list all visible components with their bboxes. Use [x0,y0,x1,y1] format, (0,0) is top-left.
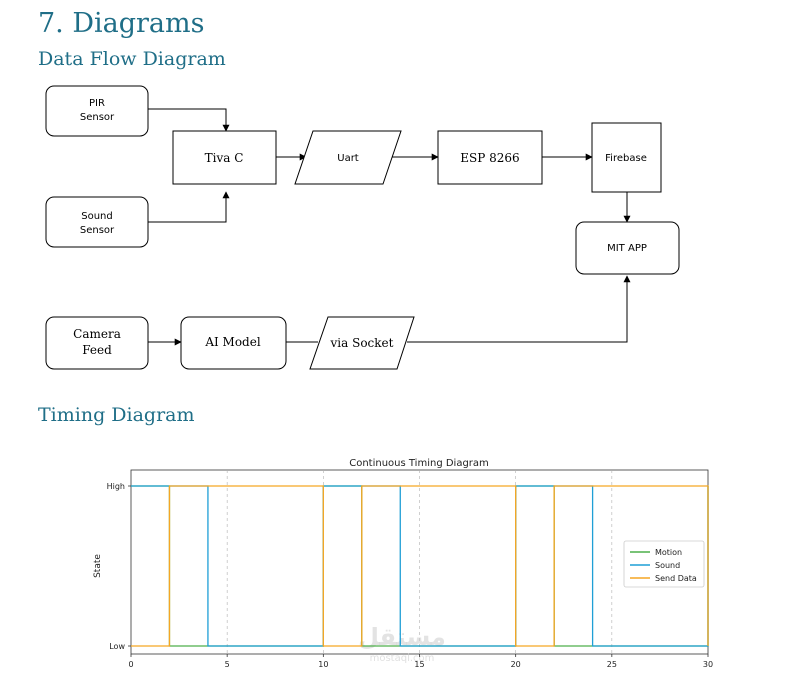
camera-label-1: Camera [73,327,121,341]
x-tick-label-15: 15 [414,660,424,669]
camera-feed-box [45,316,149,370]
firebase-box [591,122,662,193]
camera-label-2: Feed [82,343,112,357]
tiva-label: Tiva C [205,151,244,165]
via-socket-box [309,316,415,370]
x-tick-label-25: 25 [607,660,617,669]
ai-model-box [180,316,287,370]
y-tick-label-high: High [107,482,125,491]
pir-sensor-box [45,85,149,137]
connector-sound-tiva [148,191,230,223]
uart-box [294,130,402,185]
x-tick-label-30: 30 [703,660,713,669]
timing-title: Timing Diagram [38,404,195,426]
x-tick-label-0: 0 [128,660,133,669]
sound-label-1: Sound [81,211,113,222]
sound-sensor-box [45,196,149,248]
connector-socket-mitapp [407,275,631,343]
legend-label-2: Send Data [655,574,697,583]
y-axis-label: State [93,554,103,578]
legend-label-0: Motion [655,548,682,557]
section-title: 7. Diagrams [38,8,205,39]
mit-app-label: MIT APP [607,243,647,254]
legend-label-1: Sound [655,561,680,570]
data-flow-title: Data Flow Diagram [38,48,226,70]
firebase-label: Firebase [605,153,647,164]
pir-label-1: PIR [89,98,105,109]
esp-label: ESP 8266 [460,151,519,165]
sound-label-2: Sensor [80,225,115,236]
series-line-send-data [131,485,709,647]
watermark: مستقل [358,623,446,651]
y-tick-label-low: Low [109,642,125,651]
x-tick-label-10: 10 [318,660,328,669]
x-tick-label-5: 5 [225,660,230,669]
connector-pir-tiva [148,108,230,132]
uart-label: Uart [337,153,359,164]
watermark-sub: mostaql.com [370,653,435,664]
tiva-c-box [172,130,277,185]
mit-app-box [575,221,680,275]
series-line-sound [131,485,709,647]
via-socket-label: via Socket [330,336,394,350]
ai-model-label: AI Model [204,335,261,349]
x-tick-label-20: 20 [511,660,521,669]
esp8266-box [437,130,543,185]
data-flow-diagram: PIR Sensor Sound Sensor Uart Firebase MI… [45,85,680,370]
pir-label-2: Sensor [80,112,115,123]
chart-title: Continuous Timing Diagram [349,458,489,469]
